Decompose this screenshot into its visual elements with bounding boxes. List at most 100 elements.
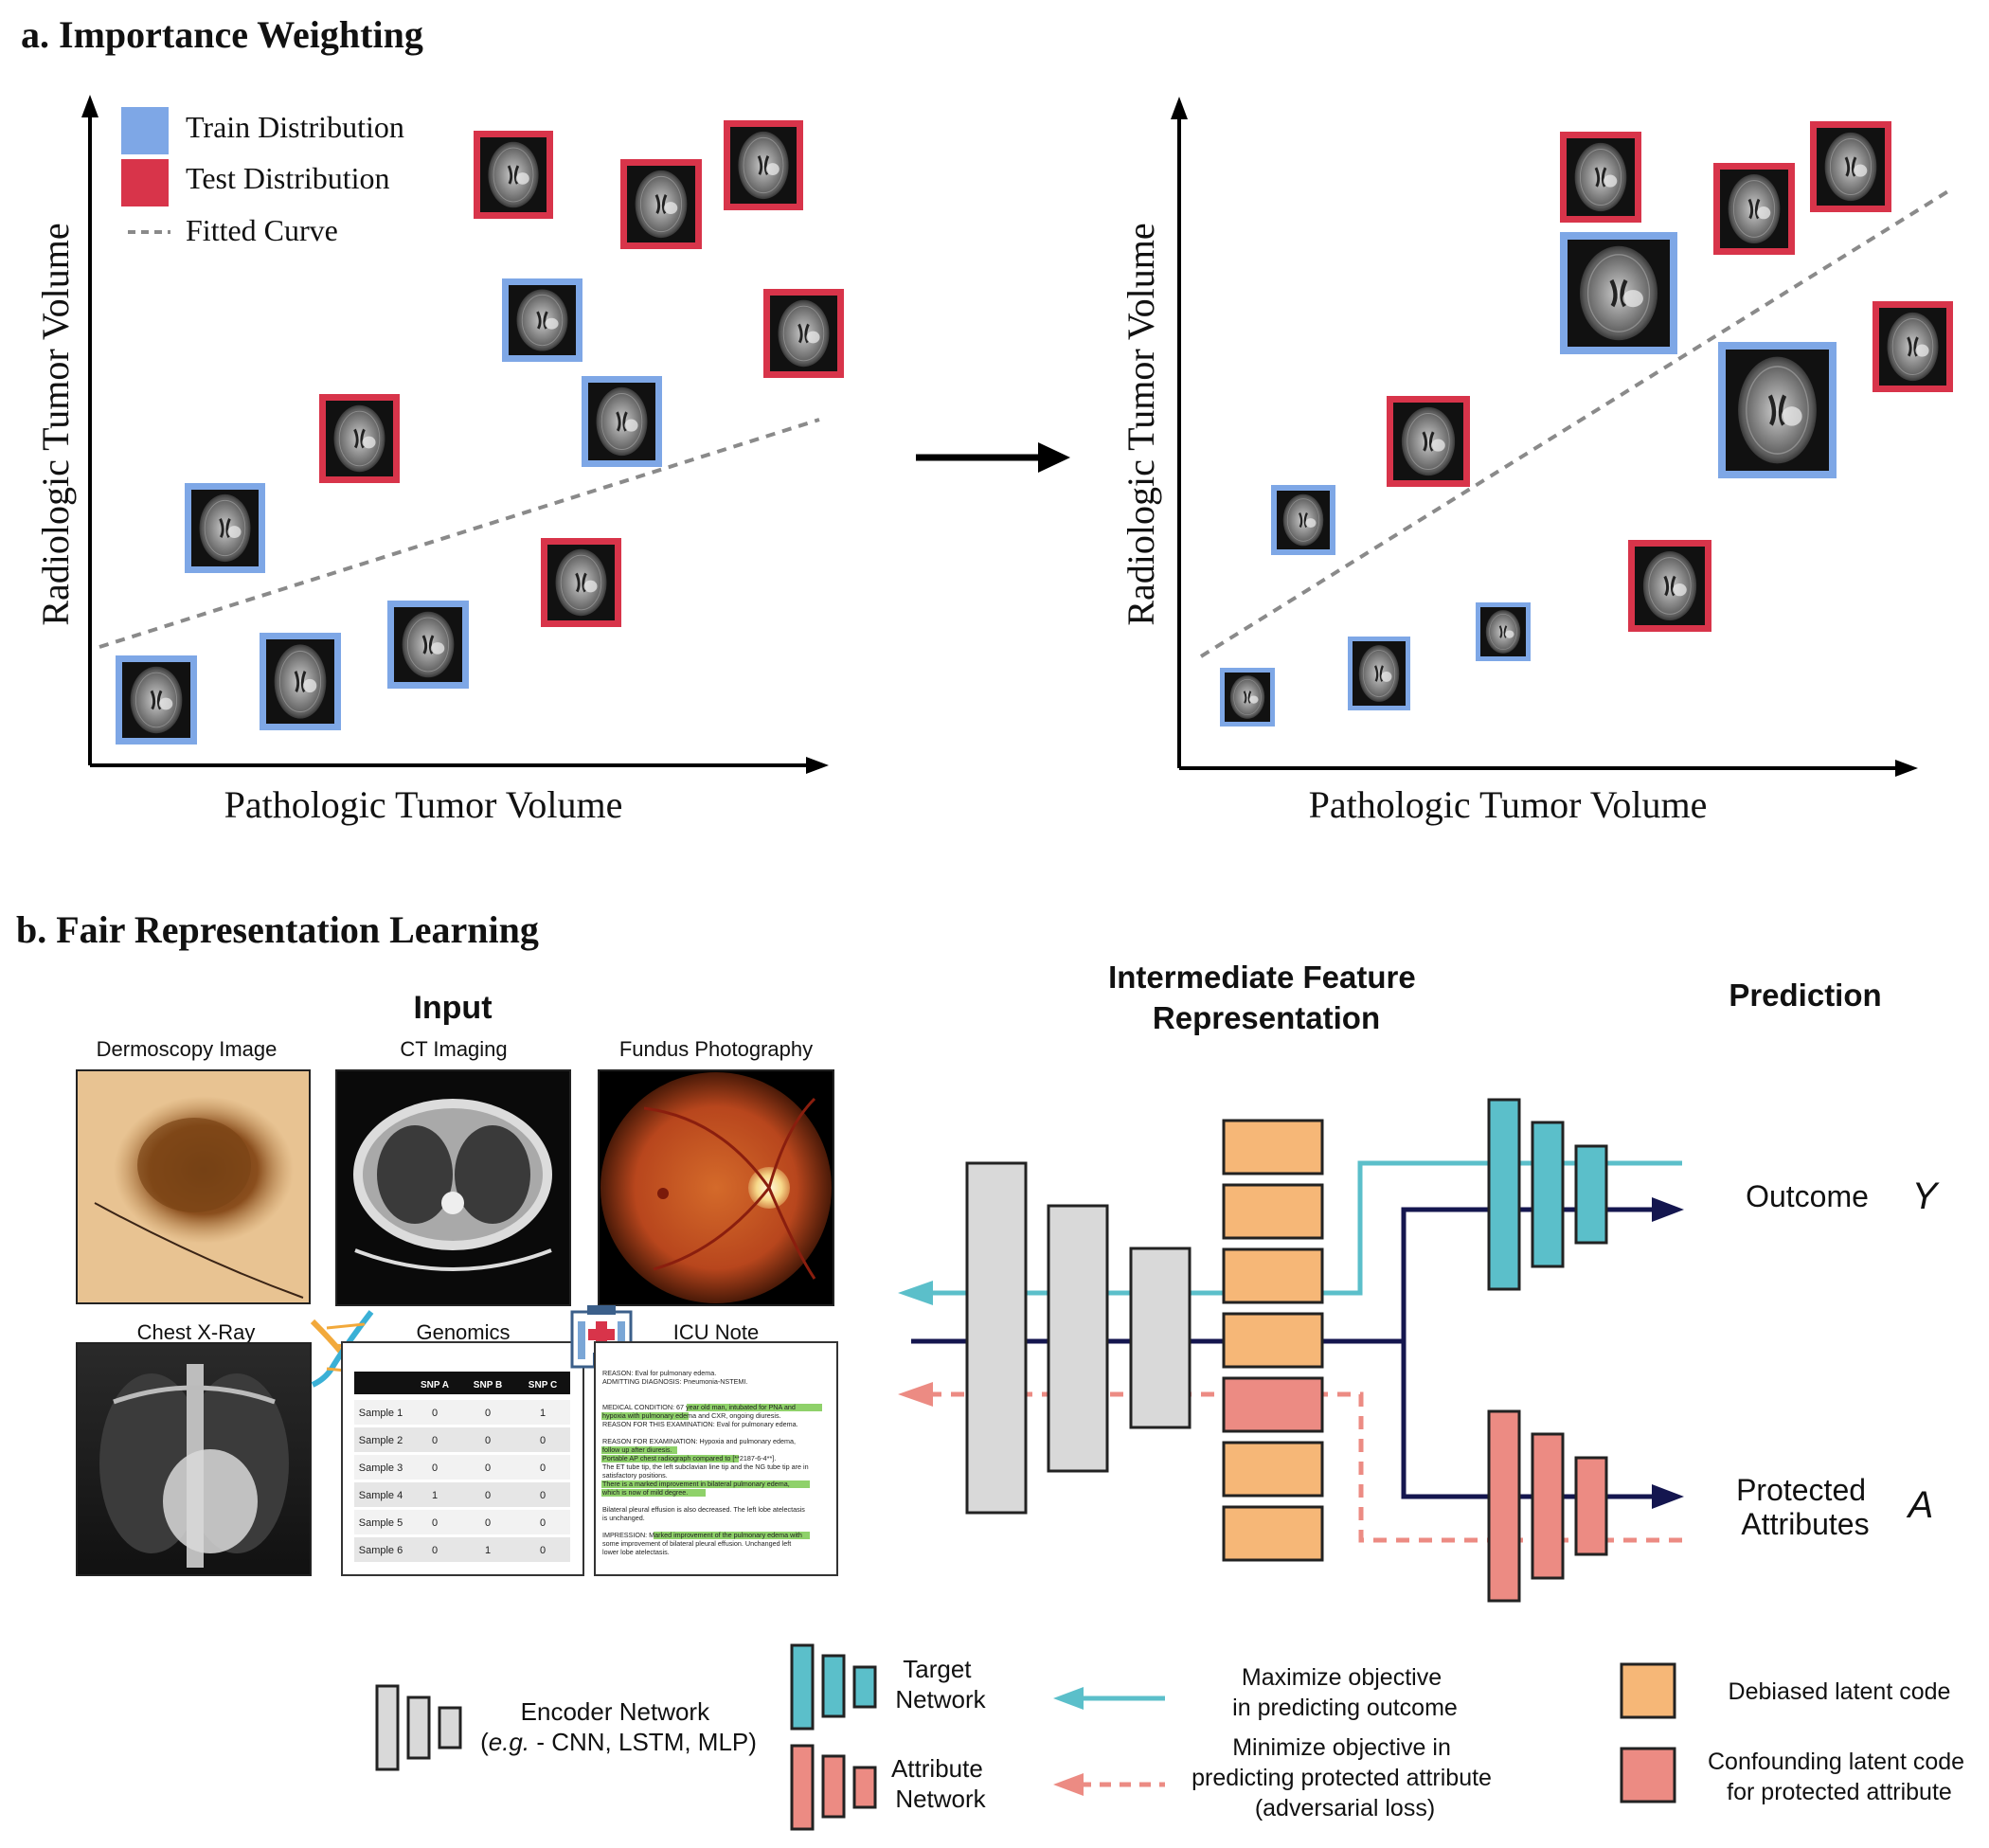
table-cell: 0 xyxy=(432,1435,438,1446)
table-cell: 0 xyxy=(485,1408,491,1419)
train-swatch xyxy=(121,107,169,154)
table-cell: 1 xyxy=(540,1408,546,1419)
outcome-symbol: Y xyxy=(1912,1175,1941,1217)
table-cell: 1 xyxy=(432,1490,438,1501)
icu-line: The ET tube tip, the left subclavian lin… xyxy=(602,1462,809,1471)
scan-test xyxy=(1873,301,1953,392)
table-row xyxy=(354,1510,570,1534)
right-plot: Radiologic Tumor Volume Pathologic Tumor… xyxy=(1120,97,1953,826)
table-row xyxy=(354,1537,570,1562)
fitted-curve-right xyxy=(1199,188,1953,658)
table-cell: Sample 2 xyxy=(359,1435,403,1446)
right-ylabel: Radiologic Tumor Volume xyxy=(1120,223,1162,625)
debiased-swatch xyxy=(1620,1662,1676,1719)
left-scans xyxy=(116,120,844,745)
icu-line: hypoxia with pulmonary edema and CXR, on… xyxy=(602,1411,781,1420)
table-cell: Sample 1 xyxy=(359,1408,403,1419)
scan-test xyxy=(1387,396,1470,487)
table-cell: 1 xyxy=(485,1545,491,1556)
table-cell: 0 xyxy=(540,1462,546,1474)
feature-header: Intermediate Feature Representation xyxy=(1108,960,1425,1035)
scan-train xyxy=(502,278,582,362)
encoder-network xyxy=(965,1161,1192,1515)
legend-fitted: Fitted Curve xyxy=(186,213,338,247)
scan-train xyxy=(582,376,662,467)
panel-a-title: a. Importance Weighting xyxy=(21,13,423,56)
debiased-latent xyxy=(1222,1312,1324,1369)
debiased-latent xyxy=(1222,1247,1324,1304)
scan-train xyxy=(387,601,469,689)
icu-line: Bilateral pleural effusion is also decre… xyxy=(602,1505,805,1514)
label-icu: ICU Note xyxy=(673,1320,759,1344)
scan-train xyxy=(116,655,197,745)
icu-line: follow up after diuresis. xyxy=(602,1445,672,1454)
attribute-legend-icon xyxy=(790,1744,877,1831)
scan-train xyxy=(1348,637,1410,710)
debiased-latent xyxy=(1222,1441,1324,1498)
table-header: SNP A xyxy=(421,1380,449,1390)
protected-symbol: A xyxy=(1907,1484,1934,1526)
transform-arrow xyxy=(916,442,1070,473)
icu-line: REASON FOR THIS EXAMINATION: Eval for pu… xyxy=(602,1420,798,1428)
table-cell: 0 xyxy=(540,1435,546,1446)
table-cell: 0 xyxy=(432,1462,438,1474)
scan-train xyxy=(185,483,265,573)
table-cell: Sample 5 xyxy=(359,1517,403,1529)
encoder-legend-label: Encoder Network (e.g. - CNN, LSTM, MLP) xyxy=(480,1697,757,1756)
scan-test xyxy=(1713,163,1795,255)
attribute-network xyxy=(1487,1409,1608,1603)
panel-b-title: b. Fair Representation Learning xyxy=(16,908,539,951)
table-cell: Sample 6 xyxy=(359,1545,403,1556)
panel-a-legend: Train Distribution Test Distribution Fit… xyxy=(121,107,404,247)
confounding-latent xyxy=(1222,1376,1324,1433)
table-cell: 0 xyxy=(432,1408,438,1419)
left-ylabel: Radiologic Tumor Volume xyxy=(34,223,77,625)
scan-test xyxy=(319,394,400,483)
icu-line: lower lobe atelectasis. xyxy=(602,1548,670,1556)
scan-train xyxy=(1220,668,1275,727)
scan-test xyxy=(763,289,844,378)
confounding-swatch xyxy=(1620,1747,1676,1803)
icu-line: is unchanged. xyxy=(602,1514,645,1522)
icu-line: some improvement of bilateral pleural ef… xyxy=(602,1539,791,1548)
debiased-latent xyxy=(1222,1183,1324,1240)
encoder-legend-icon xyxy=(375,1684,462,1771)
table-header: SNP B xyxy=(474,1380,502,1390)
protected-label: Protected Attributes xyxy=(1736,1473,1874,1541)
dermoscopy-image xyxy=(76,1069,311,1304)
left-plot: Radiologic Tumor Volume Pathologic Tumor… xyxy=(34,95,829,826)
icu-line: Portable AP chest radiograph compared to… xyxy=(602,1454,776,1462)
ct-image xyxy=(335,1069,571,1306)
scan-train xyxy=(1476,602,1531,661)
label-xray: Chest X-Ray xyxy=(137,1320,256,1344)
table-cell: 0 xyxy=(485,1490,491,1501)
label-fundus: Fundus Photography xyxy=(619,1037,813,1061)
table-cell: Sample 3 xyxy=(359,1462,403,1474)
bottom-legend: Encoder Network (e.g. - CNN, LSTM, MLP) … xyxy=(375,1643,1971,1831)
icu-line: satisfactory positions. xyxy=(602,1471,668,1480)
scan-train xyxy=(1718,342,1837,478)
confounding-label: Confounding latent code for protected at… xyxy=(1708,1749,1971,1805)
legend-test: Test Distribution xyxy=(186,161,390,195)
icu-line: There is a marked improvement in bilater… xyxy=(602,1480,790,1488)
debiased-latent xyxy=(1222,1119,1324,1175)
maximize-label: Maximize objective in predicting outcome xyxy=(1232,1664,1458,1721)
attribute-legend-label: Attribute Network xyxy=(891,1754,990,1813)
scan-train xyxy=(1560,232,1677,354)
table-cell: 0 xyxy=(485,1517,491,1529)
table-cell: Sample 4 xyxy=(359,1490,403,1501)
label-dermoscopy: Dermoscopy Image xyxy=(97,1037,278,1061)
right-xlabel: Pathologic Tumor Volume xyxy=(1309,783,1708,826)
target-network xyxy=(1487,1098,1608,1291)
scan-test xyxy=(474,131,553,219)
table-row xyxy=(354,1427,570,1452)
table-cell: 0 xyxy=(432,1545,438,1556)
icu-line: REASON FOR EXAMINATION: Hypoxia and pulm… xyxy=(602,1437,796,1445)
scan-test xyxy=(1628,540,1711,632)
target-legend-label: Target Network xyxy=(895,1655,986,1713)
minimize-label: Minimize objective in predicting protect… xyxy=(1192,1734,1498,1821)
label-genomics: Genomics xyxy=(416,1320,510,1344)
icu-line: which is now of mild degree. xyxy=(601,1488,688,1497)
